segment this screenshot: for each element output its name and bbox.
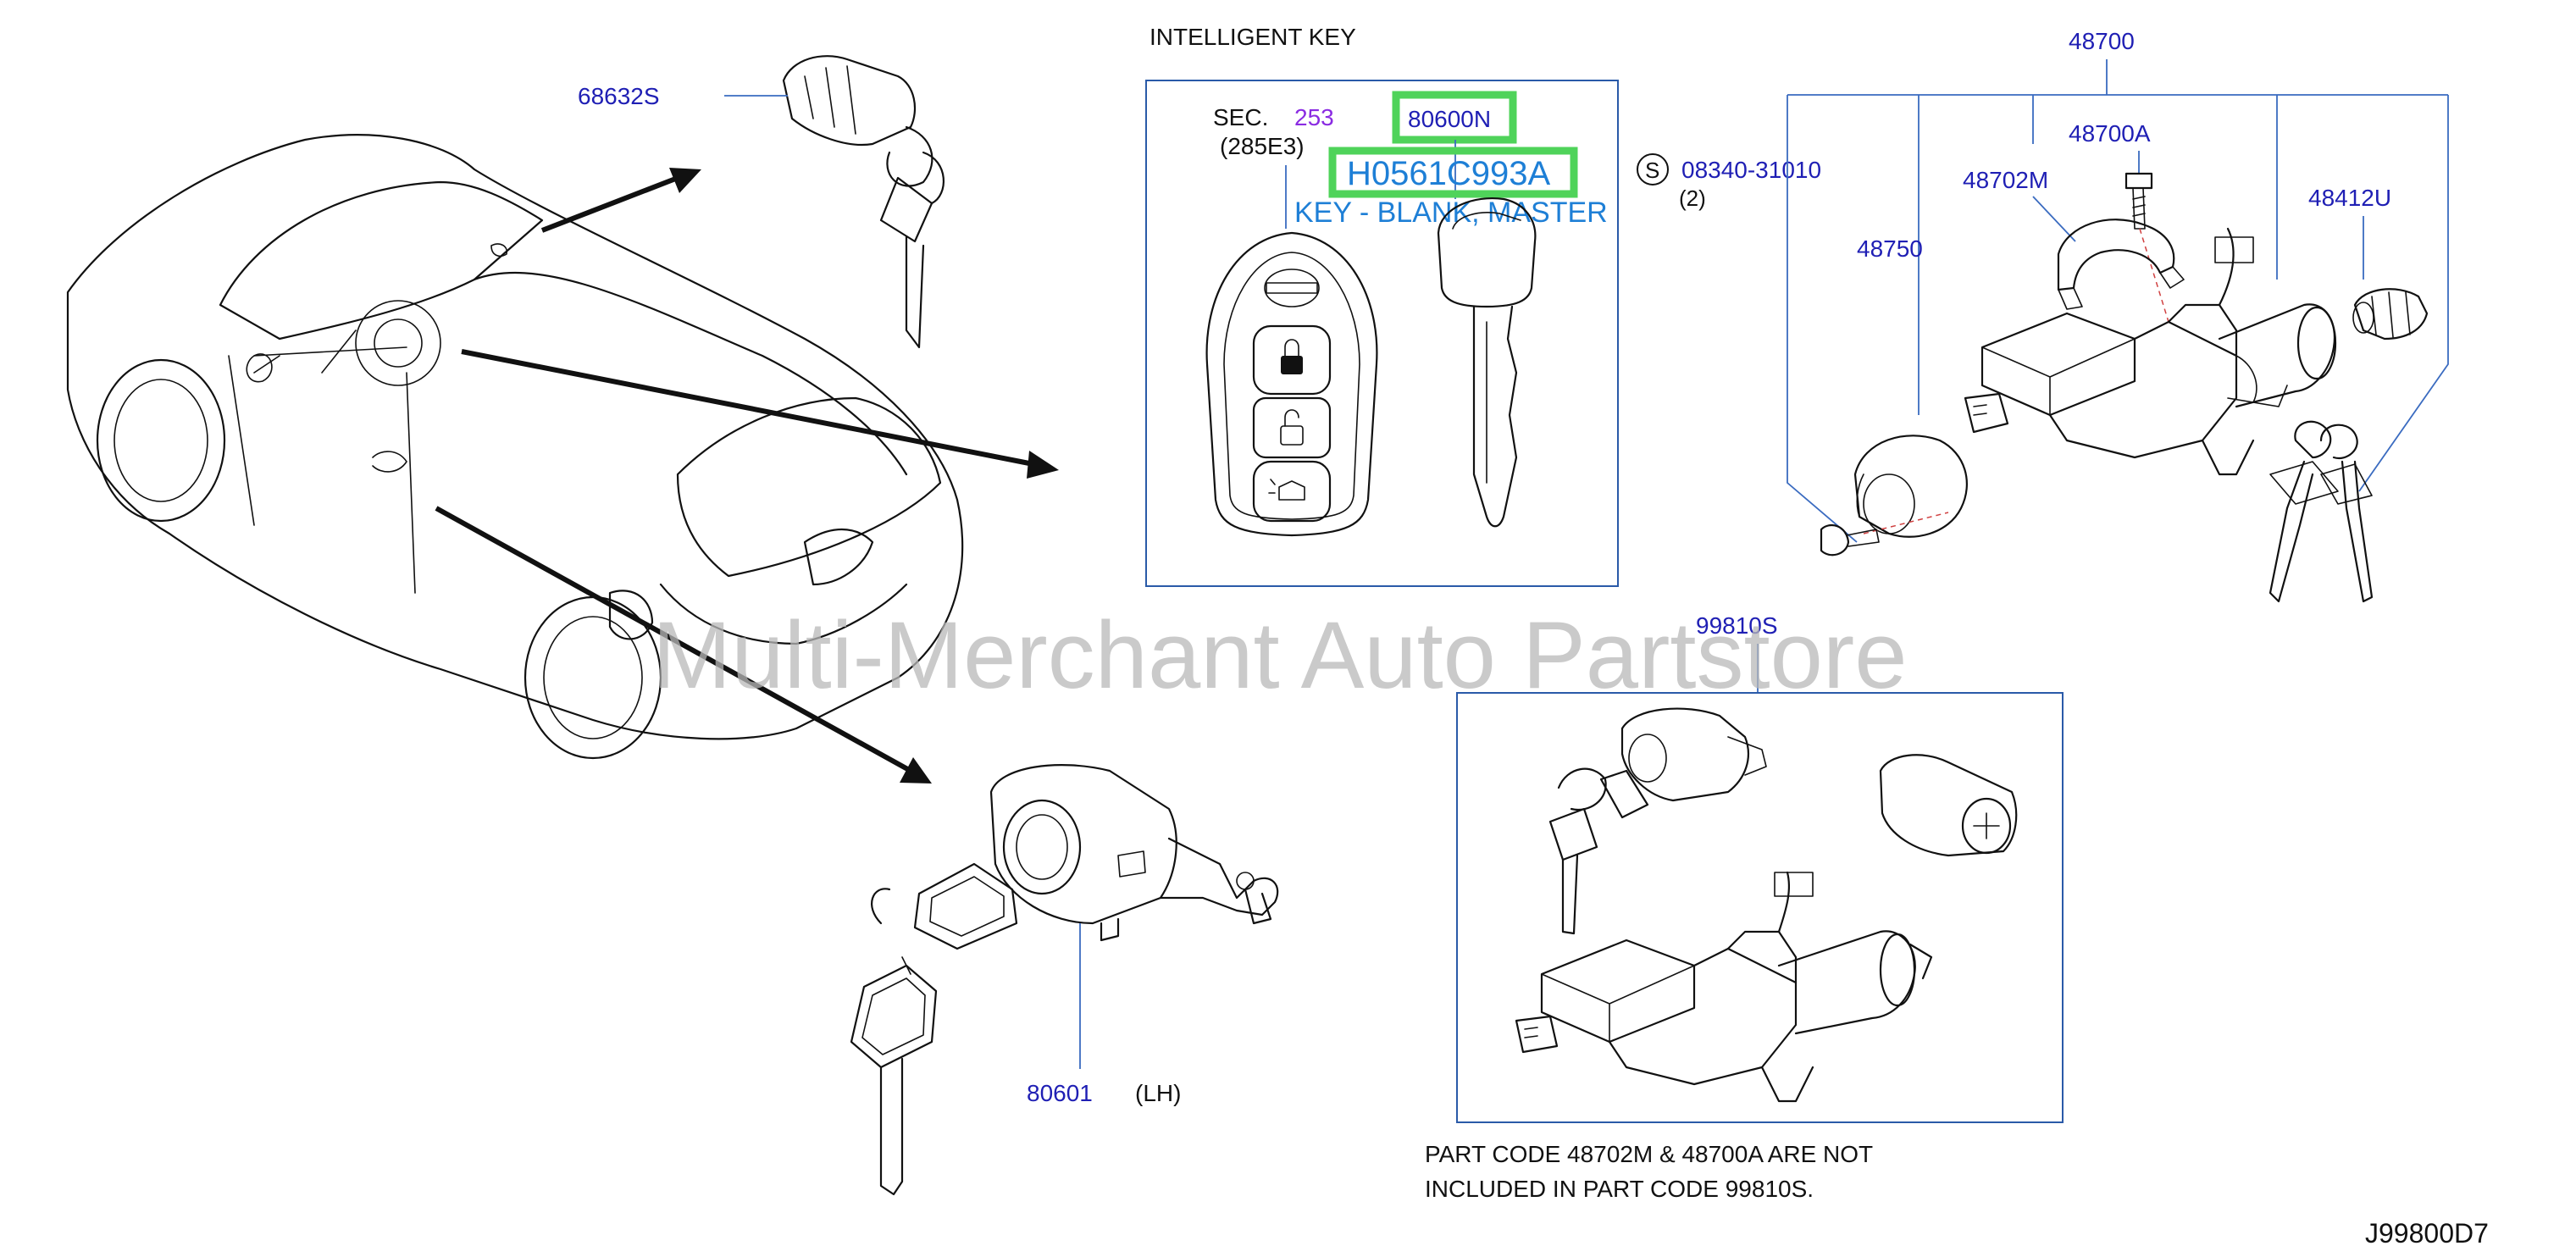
section-ref-number: 253 bbox=[1294, 104, 1334, 130]
part-label-h0561c993a: H0561C993A bbox=[1347, 155, 1550, 192]
note-line-1: PART CODE 48702M & 48700A ARE NOT bbox=[1425, 1141, 1873, 1167]
kit-99810s-illustration bbox=[1515, 707, 2018, 1103]
part-label-99810s: 99810S bbox=[1696, 612, 1778, 639]
part-68632s-illustration bbox=[782, 55, 945, 349]
quantity-2: (2) bbox=[1679, 186, 1706, 211]
key-blank-master-label: KEY - BLANK, MASTER bbox=[1294, 197, 1608, 229]
intelligent-key-fob-illustration bbox=[1205, 231, 1378, 537]
kit-99810s-panel bbox=[1456, 692, 2064, 1123]
highlight-box-h0561c993a bbox=[1328, 147, 1578, 198]
intelligent-key-heading: INTELLIGENT KEY bbox=[1150, 24, 1356, 50]
intelligent-key-panel bbox=[1145, 80, 1619, 587]
part-48700-illustration bbox=[1820, 172, 2429, 603]
note-line-2: INCLUDED IN PART CODE 99810S. bbox=[1425, 1176, 1814, 1202]
part-label-80601: 80601 bbox=[1027, 1080, 1093, 1106]
part-label-48750: 48750 bbox=[1857, 235, 1923, 262]
part-label-48412u: 48412U bbox=[2308, 185, 2391, 211]
pointer-arrows bbox=[435, 168, 1059, 784]
key-blank-master-illustration bbox=[1437, 197, 1537, 528]
vehicle-illustration bbox=[66, 134, 964, 760]
part-label-68632s: 68632S bbox=[578, 83, 660, 109]
part-label-08340-31010: 08340-31010 bbox=[1681, 157, 1821, 183]
part-label-80600n: 80600N bbox=[1408, 106, 1491, 132]
section-ref-sub: (285E3) bbox=[1220, 133, 1305, 159]
part-label-48702m: 48702M bbox=[1963, 167, 2048, 193]
standard-part-symbol-letter: S bbox=[1645, 158, 1659, 183]
part-label-48700a: 48700A bbox=[2069, 120, 2151, 147]
standard-part-symbol bbox=[1637, 153, 1669, 186]
side-label-lh: (LH) bbox=[1135, 1080, 1181, 1106]
diagram-code: J99800D7 bbox=[2365, 1218, 2489, 1249]
highlight-box-80600n bbox=[1392, 91, 1517, 144]
watermark-text: Multi-Merchant Auto Partstore bbox=[652, 602, 1907, 708]
part-label-48700: 48700 bbox=[2069, 28, 2135, 54]
section-ref-label: SEC. bbox=[1213, 104, 1268, 130]
part-80601-illustration bbox=[850, 764, 1279, 1196]
